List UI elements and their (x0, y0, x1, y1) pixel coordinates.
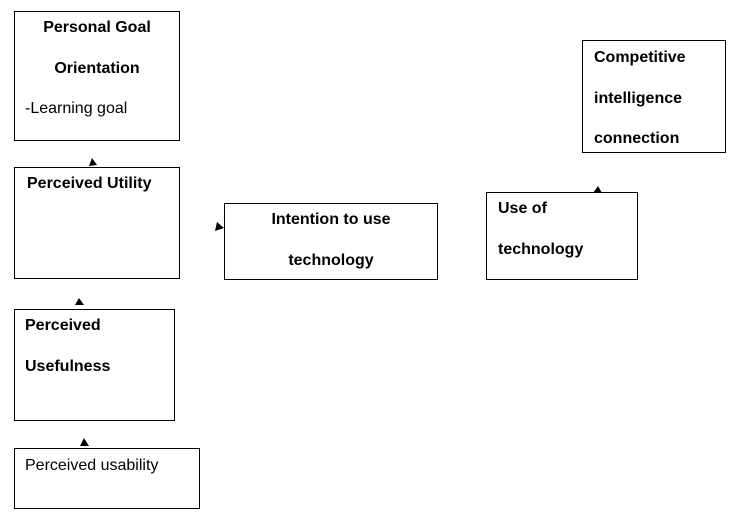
intention-to-use-box: Intention to use technology (224, 203, 438, 280)
personal-goal-title-line2: Orientation (54, 60, 140, 77)
intention-line1: Intention to use (271, 211, 391, 228)
use-of-technology-line2: technology (498, 241, 584, 258)
perceived-utility-box: Perceived Utility (14, 167, 180, 279)
competitive-intelligence-box: Competitive intelligence connection (582, 40, 726, 153)
competitive-intelligence-line2: intelligence (594, 90, 683, 107)
competitive-intelligence-line1: Competitive (594, 49, 686, 66)
arrowhead-to-intention (215, 222, 224, 231)
perceived-usability-box: Perceived usability (14, 448, 200, 509)
arrowhead-to-perceived-usefulness (80, 438, 89, 446)
use-of-technology-line1: Use of (498, 200, 547, 217)
perceived-usefulness-box: Perceived Usefulness (14, 309, 175, 421)
personal-goal-subtitle: -Learning goal (25, 100, 128, 117)
perceived-usefulness-line2: Usefulness (25, 358, 111, 375)
perceived-usability-label: Perceived usability (25, 457, 159, 474)
use-of-technology-box: Use of technology (486, 192, 638, 280)
perceived-utility-label: Perceived Utility (27, 175, 152, 192)
intention-line2: technology (288, 252, 374, 269)
arrowhead-to-perceived-utility (75, 298, 84, 305)
arrowhead-to-personal-goal (89, 158, 97, 166)
personal-goal-title-line1: Personal Goal (43, 19, 151, 36)
competitive-intelligence-line3: connection (594, 130, 680, 147)
perceived-usefulness-line1: Perceived (25, 317, 101, 334)
personal-goal-orientation-box: Personal Goal Orientation -Learning goal (14, 11, 180, 141)
